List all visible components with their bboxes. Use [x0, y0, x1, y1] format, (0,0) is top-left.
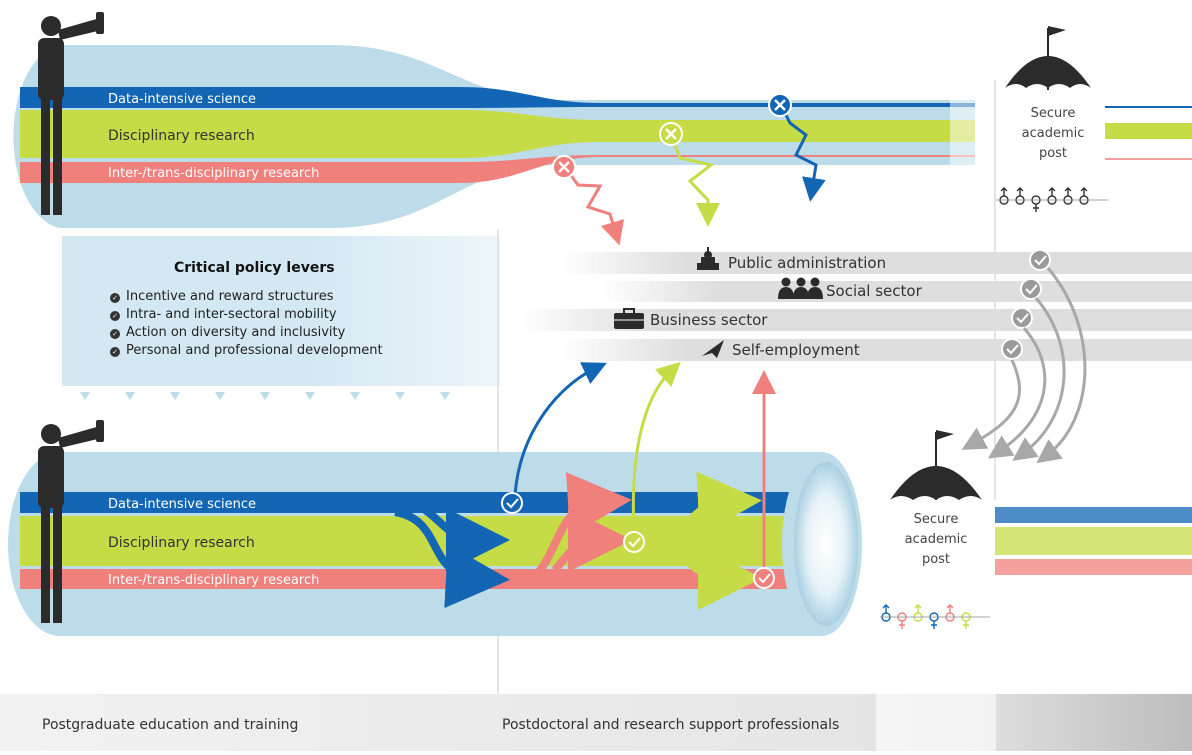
track-data-intensive-top	[20, 87, 975, 108]
dropout-arrow-inter	[563, 166, 625, 246]
pipeline-end-top	[950, 100, 976, 165]
track-inter-trans-bottom	[20, 569, 820, 589]
people-icon	[778, 277, 823, 299]
list-item: ✓ Incentive and reward structures	[110, 288, 383, 306]
track-inter-trans-top	[20, 155, 975, 183]
flow-arrow-blue	[394, 508, 510, 609]
exit-arrow-blue	[513, 362, 607, 496]
sector-bar-self	[560, 339, 1192, 361]
umbrella-flag-icon	[1005, 26, 1091, 90]
policy-levers-panel: Critical policy levers ✓ Incentive and re…	[62, 236, 500, 386]
exit-arrow-green	[631, 361, 681, 531]
check-circle-icon	[1011, 307, 1033, 329]
lever-label: Intra- and inter-sectoral mobility	[126, 307, 337, 322]
post-line-inter	[995, 559, 1192, 575]
track-label-data-intensive: Data-intensive science	[108, 497, 256, 512]
gender-symbols-icon	[880, 604, 990, 629]
return-arrow	[961, 359, 1021, 450]
sector-label-social-sector: Social sector	[826, 282, 922, 300]
lever-label: Incentive and reward structures	[126, 289, 334, 304]
list-item: ✓ Action on diversity and inclusivity	[110, 324, 383, 342]
flow-arrow-red	[551, 508, 632, 573]
secure-post-label: post	[1039, 146, 1067, 161]
check-icon: ✓	[110, 311, 120, 321]
phase-label-postdoctoral: Postdoctoral and research support profes…	[502, 717, 840, 733]
secure-post-box	[1003, 92, 1103, 167]
lever-label: Personal and professional development	[126, 343, 383, 358]
person-with-telescope-icon	[38, 420, 104, 623]
check-circle-icon	[623, 531, 645, 553]
secure-post-label: Secure	[914, 512, 959, 527]
post-lines-overlay	[995, 500, 1192, 580]
lever-label: Action on diversity and inclusivity	[126, 325, 346, 340]
check-circle-icon	[1001, 338, 1023, 360]
list-item: ✓ Intra- and inter-sectoral mobility	[110, 306, 383, 324]
x-circle-icon	[768, 93, 792, 117]
check-icon: ✓	[110, 329, 120, 339]
umbrella-flag-icon	[890, 430, 982, 500]
return-arrow	[1036, 267, 1087, 464]
track-label-disciplinary: Disciplinary research	[108, 128, 255, 144]
check-icon: ✓	[110, 293, 120, 303]
dropout-arrow-disciplinary	[669, 133, 720, 227]
track-label-inter-trans: Inter-/trans-disciplinary research	[108, 573, 319, 588]
post-line-data	[995, 507, 1192, 523]
secure-post-label: post	[922, 552, 950, 567]
flow-arrow-blue	[394, 494, 510, 572]
phase-footer-gap	[876, 694, 996, 751]
briefcase-icon	[614, 308, 644, 329]
gender-symbols-icon	[996, 187, 1108, 212]
sector-label-public-administration: Public administration	[728, 254, 887, 272]
paper-plane-icon	[702, 340, 724, 358]
list-item: ✓ Personal and professional development	[110, 342, 383, 360]
track-label-disciplinary: Disciplinary research	[108, 535, 255, 551]
lever-down-arrows	[80, 392, 450, 400]
check-circle-icon	[501, 492, 523, 514]
sector-bar-social	[600, 281, 1192, 302]
x-circle-icon	[552, 155, 576, 179]
check-circle-icon	[1029, 249, 1051, 271]
track-disciplinary-top	[20, 110, 975, 158]
dropout-arrow-data	[779, 104, 826, 202]
secure-post-label: academic	[905, 532, 968, 547]
post-line-disciplinary	[995, 527, 1192, 555]
check-icon: ✓	[110, 347, 120, 357]
capitol-building-icon	[697, 247, 719, 270]
track-label-data-intensive: Data-intensive science	[108, 92, 256, 107]
secure-post-label: academic	[1022, 126, 1085, 141]
flow-arrow-green	[665, 540, 762, 610]
telescope-lens	[794, 462, 858, 626]
track-label-inter-trans: Inter-/trans-disciplinary research	[108, 166, 319, 181]
check-circle-icon	[753, 567, 775, 589]
person-with-telescope-icon	[38, 12, 104, 215]
flow-arrow-red	[525, 472, 632, 586]
phase-label-postgraduate: Postgraduate education and training	[42, 717, 299, 733]
policy-levers-list: ✓ Incentive and reward structures ✓ Intra-…	[110, 288, 383, 360]
check-circle-icon	[1020, 278, 1042, 300]
sector-label-business-sector: Business sector	[650, 311, 768, 329]
post-line-disciplinary	[1105, 123, 1192, 139]
secure-post-label: Secure	[1031, 106, 1076, 121]
sector-label-self-employment: Self-employment	[732, 341, 860, 359]
policy-levers-title: Critical policy levers	[174, 260, 335, 276]
x-circle-icon	[659, 122, 683, 146]
return-arrow	[987, 327, 1047, 459]
secure-post-box	[878, 500, 996, 694]
flow-arrow-green	[666, 471, 762, 544]
return-arrow	[1012, 297, 1066, 461]
